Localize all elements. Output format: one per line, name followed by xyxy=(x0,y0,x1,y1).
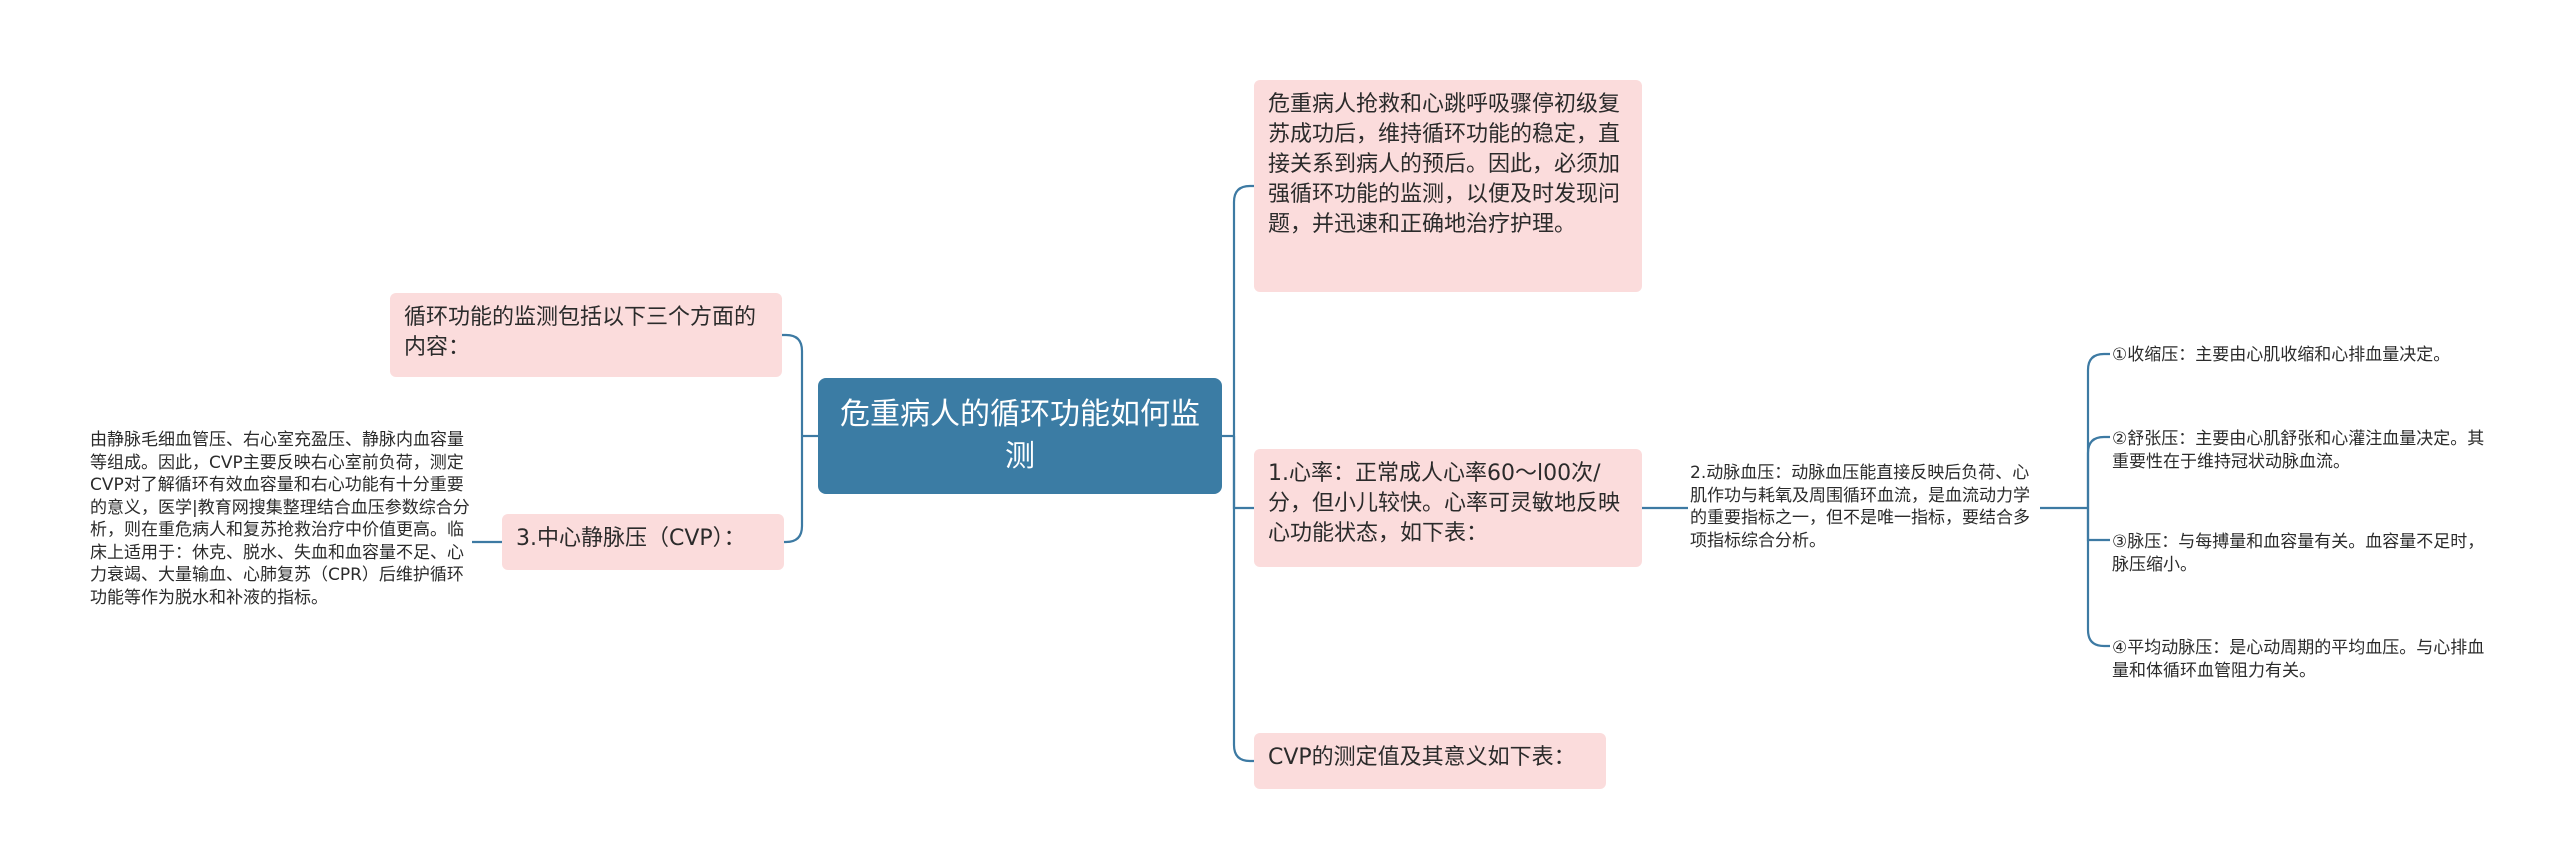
subtopic-cvp-detail[interactable]: 由静脉毛细血管压、右心室充盈压、静脉内血容量等组成。因此，CVP主要反映右心室前… xyxy=(90,429,470,609)
subtopic-diastolic[interactable]: ②舒张压：主要由心肌舒张和心灌注血量决定。其重要性在于维持冠状动脉血流。 xyxy=(2112,428,2492,473)
topic-cvp-table[interactable]: CVP的测定值及其意义如下表： xyxy=(1254,733,1606,789)
connector-bp-1 xyxy=(2086,352,2110,508)
topic-heart-rate-label: 1.心率：正常成人心率60～l00次/分，但小儿较快。心率可灵敏地反映心功能状态… xyxy=(1268,461,1621,546)
connector-left-cvp xyxy=(784,436,804,544)
subtopic-pulse-pressure-label: ③脉压：与每搏量和血容量有关。血容量不足时，脉压缩小。 xyxy=(2112,532,2485,575)
subtopic-systolic-label: ①收缩压：主要由心肌收缩和心排血量决定。 xyxy=(2112,345,2451,365)
central-topic[interactable]: 危重病人的循环功能如何监测 xyxy=(818,378,1222,494)
subtopic-mean-arterial-pressure-label: ④平均动脉压：是心动周期的平均血压。与心排血量和体循环血管阻力有关。 xyxy=(2112,638,2485,681)
connector-right-intro xyxy=(1232,184,1254,436)
subtopic-pulse-pressure[interactable]: ③脉压：与每搏量和血容量有关。血容量不足时，脉压缩小。 xyxy=(2112,531,2492,576)
subtopic-systolic[interactable]: ①收缩压：主要由心肌收缩和心排血量决定。 xyxy=(2112,344,2492,367)
subtopic-blood-pressure-label: 2.动脉血压：动脉血压能直接反映后负荷、心肌作功与耗氧及周围循环血流，是血流动力… xyxy=(1690,463,2030,551)
central-topic-label: 危重病人的循环功能如何监测 xyxy=(840,397,1200,474)
subtopic-cvp-detail-label: 由静脉毛细血管压、右心室充盈压、静脉内血容量等组成。因此，CVP主要反映右心室前… xyxy=(90,430,470,608)
topic-intro-label: 危重病人抢救和心跳呼吸骤停初级复苏成功后，维持循环功能的稳定，直接关系到病人的预… xyxy=(1268,92,1621,237)
topic-monitoring-aspects[interactable]: 循环功能的监测包括以下三个方面的内容： xyxy=(390,293,782,377)
connector-bp-3 xyxy=(2086,508,2110,542)
connector-right-heart xyxy=(1232,436,1254,510)
topic-cvp-table-label: CVP的测定值及其意义如下表： xyxy=(1268,745,1576,770)
subtopic-diastolic-label: ②舒张压：主要由心肌舒张和心灌注血量决定。其重要性在于维持冠状动脉血流。 xyxy=(2112,429,2485,472)
topic-cvp[interactable]: 3.中心静脉压（CVP）： xyxy=(502,514,784,570)
subtopic-mean-arterial-pressure[interactable]: ④平均动脉压：是心动周期的平均血压。与心排血量和体循环血管阻力有关。 xyxy=(2112,637,2492,682)
connector-right-cvptable xyxy=(1232,436,1254,763)
topic-heart-rate[interactable]: 1.心率：正常成人心率60～l00次/分，但小儿较快。心率可灵敏地反映心功能状态… xyxy=(1254,449,1642,567)
topic-monitoring-aspects-label: 循环功能的监测包括以下三个方面的内容： xyxy=(404,305,757,360)
connector-bp-4 xyxy=(2086,508,2110,648)
topic-cvp-label: 3.中心静脉压（CVP）： xyxy=(516,526,746,551)
connector-left-aspects xyxy=(782,333,804,436)
topic-intro[interactable]: 危重病人抢救和心跳呼吸骤停初级复苏成功后，维持循环功能的稳定，直接关系到病人的预… xyxy=(1254,80,1642,292)
subtopic-blood-pressure[interactable]: 2.动脉血压：动脉血压能直接反映后负荷、心肌作功与耗氧及周围循环血流，是血流动力… xyxy=(1690,462,2038,552)
connector-bp-2 xyxy=(2086,435,2110,508)
